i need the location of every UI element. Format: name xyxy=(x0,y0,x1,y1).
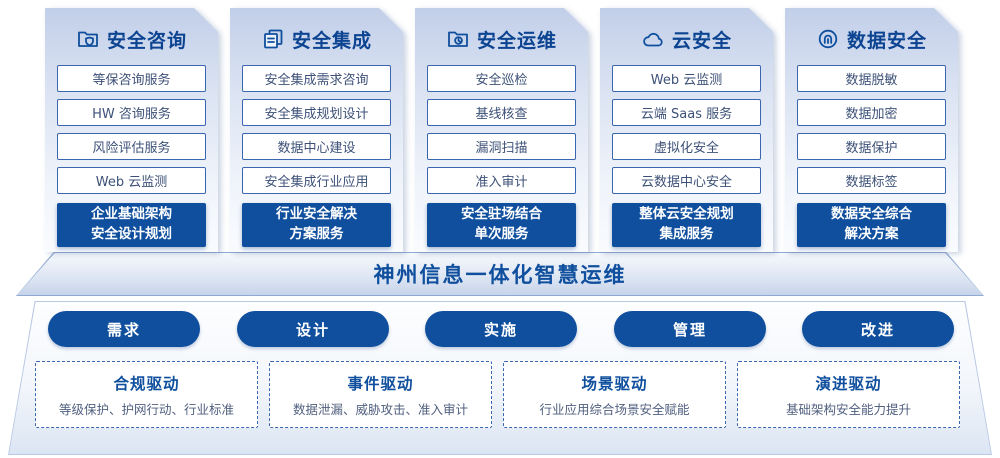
card-header: 安全运维 xyxy=(446,24,557,54)
driver-desc: 等级保护、护网行动、行业标准 xyxy=(58,401,234,417)
service-item: 数据脱敏 xyxy=(797,65,946,92)
banner-surface: 神州信息一体化智慧运维 xyxy=(17,253,983,295)
banner-title: 神州信息一体化智慧运维 xyxy=(373,263,627,287)
card-title: 安全集成 xyxy=(291,29,372,52)
data-spiral-icon xyxy=(816,27,840,51)
service-item: 准入审计 xyxy=(427,167,576,194)
process-pill-demand: 需求 xyxy=(48,311,200,347)
service-item: 风险评估服务 xyxy=(57,133,206,160)
card-title: 安全运维 xyxy=(476,29,557,52)
driver-desc: 数据泄漏、威胁攻击、准入审计 xyxy=(292,401,468,417)
driver-box-evolution: 演进驱动 基础架构安全能力提升 xyxy=(737,361,960,428)
driver-title: 演进驱动 xyxy=(815,374,882,393)
service-item: 安全集成行业应用 xyxy=(242,167,391,194)
card-title: 云安全 xyxy=(671,29,732,52)
folder-clock-icon xyxy=(446,27,470,51)
card-header: 安全集成 xyxy=(261,24,372,54)
service-item: 数据保护 xyxy=(797,133,946,160)
service-item-list: 数据脱敏 数据加密 数据保护 数据标签 xyxy=(785,65,958,194)
banner-trapezoid: 神州信息一体化智慧运维 xyxy=(16,252,984,296)
process-pill-improvement: 改进 xyxy=(802,311,954,347)
summary-box: 安全驻场结合 单次服务 xyxy=(427,203,576,247)
service-item-list: 等保咨询服务 HW 咨询服务 风险评估服务 Web 云监测 xyxy=(45,65,218,194)
service-item: 云端 Saas 服务 xyxy=(612,99,761,126)
process-pill-management: 管理 xyxy=(614,311,766,347)
summary-box: 行业安全解决 方案服务 xyxy=(242,203,391,247)
service-item: 漏洞扫描 xyxy=(427,133,576,160)
service-item: 安全集成需求咨询 xyxy=(242,65,391,92)
service-item: 数据标签 xyxy=(797,167,946,194)
driver-desc: 基础架构安全能力提升 xyxy=(785,401,911,417)
driver-title: 事件驱动 xyxy=(347,374,414,393)
driver-title: 场景驱动 xyxy=(581,374,648,393)
service-item-list: Web 云监测 云端 Saas 服务 虚拟化安全 云数据中心安全 xyxy=(600,65,773,194)
driver-box-event: 事件驱动 数据泄漏、威胁攻击、准入审计 xyxy=(269,361,492,428)
service-card: 安全咨询 等保咨询服务 HW 咨询服务 风险评估服务 Web 云监测 企业基础架… xyxy=(45,8,218,252)
driver-desc: 行业应用综合场景安全赋能 xyxy=(539,401,690,417)
service-item: Web 云监测 xyxy=(57,167,206,194)
service-item: 数据中心建设 xyxy=(242,133,391,160)
service-column-consulting: 安全咨询 等保咨询服务 HW 咨询服务 风险评估服务 Web 云监测 企业基础架… xyxy=(45,8,218,252)
service-item: HW 咨询服务 xyxy=(57,99,206,126)
service-item: Web 云监测 xyxy=(612,65,761,92)
card-title: 数据安全 xyxy=(846,29,927,52)
service-item-list: 安全集成需求咨询 安全集成规划设计 数据中心建设 安全集成行业应用 xyxy=(230,65,403,194)
driver-box-compliance: 合规驱动 等级保护、护网行动、行业标准 xyxy=(35,361,258,428)
service-card: 云安全 Web 云监测 云端 Saas 服务 虚拟化安全 云数据中心安全 整体云… xyxy=(600,8,773,252)
service-item: 安全巡检 xyxy=(427,65,576,92)
driver-title: 合规驱动 xyxy=(113,374,180,393)
card-title: 安全咨询 xyxy=(106,29,187,52)
driver-box-scenario: 场景驱动 行业应用综合场景安全赋能 xyxy=(503,361,726,428)
service-card: 安全运维 安全巡检 基线核查 漏洞扫描 准入审计 安全驻场结合 单次服务 xyxy=(415,8,588,252)
summary-box: 整体云安全规划 集成服务 xyxy=(612,203,761,247)
service-column-operations: 安全运维 安全巡检 基线核查 漏洞扫描 准入审计 安全驻场结合 单次服务 xyxy=(415,8,588,252)
card-header: 安全咨询 xyxy=(76,24,187,54)
service-column-cloud: 云安全 Web 云监测 云端 Saas 服务 虚拟化安全 云数据中心安全 整体云… xyxy=(600,8,773,252)
summary-box: 企业基础架构 安全设计规划 xyxy=(57,203,206,247)
service-item: 数据加密 xyxy=(797,99,946,126)
service-item: 基线核查 xyxy=(427,99,576,126)
service-item: 云数据中心安全 xyxy=(612,167,761,194)
service-card: 安全集成 安全集成需求咨询 安全集成规划设计 数据中心建设 安全集成行业应用 行… xyxy=(230,8,403,252)
service-item: 安全集成规划设计 xyxy=(242,99,391,126)
service-item-list: 安全巡检 基线核查 漏洞扫描 准入审计 xyxy=(415,65,588,194)
service-item: 虚拟化安全 xyxy=(612,133,761,160)
summary-box: 数据安全综合 解决方案 xyxy=(797,203,946,247)
stacked-documents-icon xyxy=(261,27,285,51)
card-header: 数据安全 xyxy=(816,24,927,54)
card-header: 云安全 xyxy=(641,24,732,54)
process-pill-design: 设计 xyxy=(237,311,389,347)
service-column-integration: 安全集成 安全集成需求咨询 安全集成规划设计 数据中心建设 安全集成行业应用 行… xyxy=(230,8,403,252)
service-item: 等保咨询服务 xyxy=(57,65,206,92)
folder-shield-icon xyxy=(76,27,100,51)
service-column-data-security: 数据安全 数据脱敏 数据加密 数据保护 数据标签 数据安全综合 解决方案 xyxy=(785,8,958,252)
cloud-icon xyxy=(641,27,665,51)
process-pill-implementation: 实施 xyxy=(425,311,577,347)
service-card: 数据安全 数据脱敏 数据加密 数据保护 数据标签 数据安全综合 解决方案 xyxy=(785,8,958,252)
